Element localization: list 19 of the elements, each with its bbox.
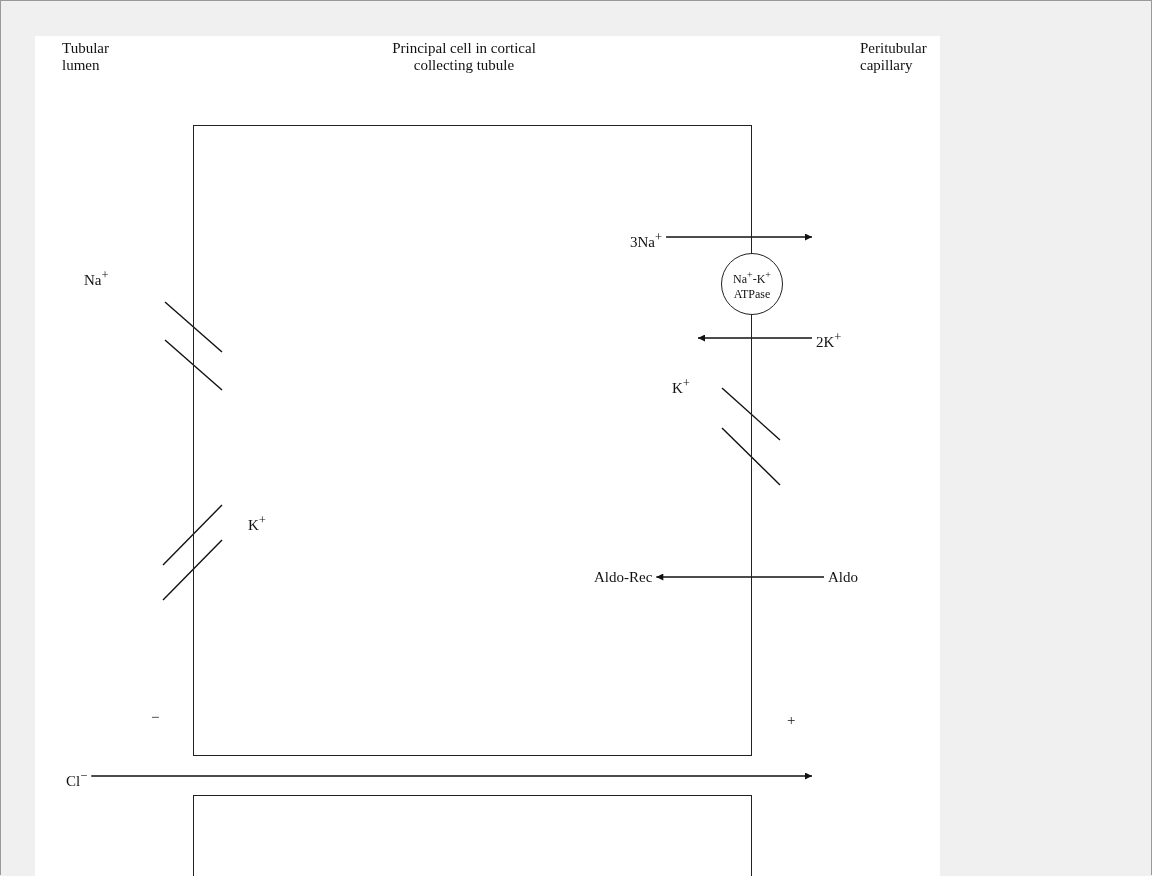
ion-label: Cl$^{−}$ [66, 768, 88, 790]
arrow [90, 772, 813, 780]
ion-label: Na$^{+}$ [84, 267, 109, 289]
arrow [665, 233, 813, 241]
ion-label: Aldo-Rec [594, 569, 653, 586]
ion-label: K$^{+}$ [672, 375, 690, 397]
cell-heading: Principal cell in cortical collecting tubule [391, 40, 537, 74]
ion-label: 3Na$^{+}$ [630, 229, 663, 251]
ion-label: K$^{+}$ [248, 512, 266, 534]
charge-sign: − [151, 709, 160, 726]
cell-outline [193, 795, 752, 876]
arrow [697, 334, 813, 342]
arrow [655, 573, 825, 581]
pump-label: Na$^{+}$-K$^{+}$ ATPase [732, 267, 772, 302]
region-label: Tubular lumen [62, 40, 110, 74]
region-label: Peritubular capillary [860, 40, 928, 74]
ion-label: 2K$^{+}$ [816, 329, 842, 351]
charge-sign: + [787, 712, 796, 729]
ion-label: Aldo [828, 569, 858, 586]
